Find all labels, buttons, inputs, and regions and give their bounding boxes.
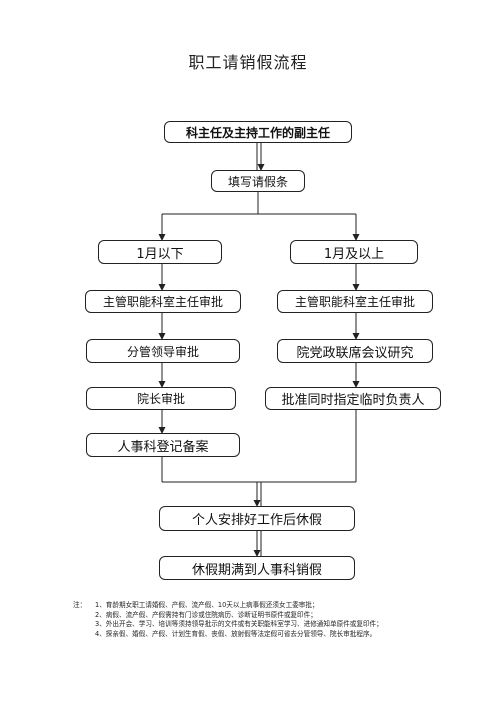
node-left-president: 院长审批 [86,387,236,410]
notes-block: 注： 1、育龄期女职工请婚假、产假、流产假、10天以上病事假还须女工委审批； 2、… [73,601,493,639]
node-branch-left: 1月以下 [98,240,222,264]
note-line-2: 2、病假、流产假、产假需持有门诊或住院病历、诊断证明书原件或复印件； [73,611,493,621]
node-right-assign-deputy: 批准同时指定临时负责人 [265,387,441,410]
node-right-party-meeting: 院党政联席会议研究 [277,339,433,363]
note-line-1: 注： 1、育龄期女职工请婚假、产假、流产假、10天以上病事假还须女工委审批； [73,601,493,611]
node-return-report: 休假期满到人事科销假 [159,556,355,580]
node-left-approve-dept: 主管职能科室主任审批 [85,290,241,313]
node-left-approve-leader: 分管领导审批 [86,339,240,363]
note-line-4: 4、探亲假、婚假、产假、计划生育假、丧假、放射假等法定假可省去分管领导、院长审批… [73,630,493,640]
note-line-3: 3、外出开会、学习、培训等须持领导批示的文件或有关职能科室学习、进修通知单原件或… [73,620,493,630]
note-item: 4、探亲假、婚假、产假、计划生育假、丧假、放射假等法定假可省去分管领导、院长审批… [95,629,377,638]
node-branch-right: 1月及以上 [290,240,418,264]
node-fill-form: 填写请假条 [211,170,305,192]
node-hr-record: 人事科登记备案 [86,433,240,457]
notes-prefix: 注： [73,601,87,609]
node-right-approve-dept: 主管职能科室主任审批 [277,290,433,313]
node-start: 科主任及主持工作的副主任 [164,121,352,143]
note-item: 3、外出开会、学习、培训等须持领导批示的文件或有关职能科室学习、进修通知单原件或… [95,620,383,628]
node-handover: 个人安排好工作后休假 [159,506,355,531]
note-item: 2、病假、流产假、产假需持有门诊或住院病历、诊断证明书原件或复印件； [95,610,317,619]
page-title: 职工请销假流程 [188,53,308,72]
note-item: 1、育龄期女职工请婚假、产假、流产假、10天以上病事假还须女工委审批； [95,601,319,609]
